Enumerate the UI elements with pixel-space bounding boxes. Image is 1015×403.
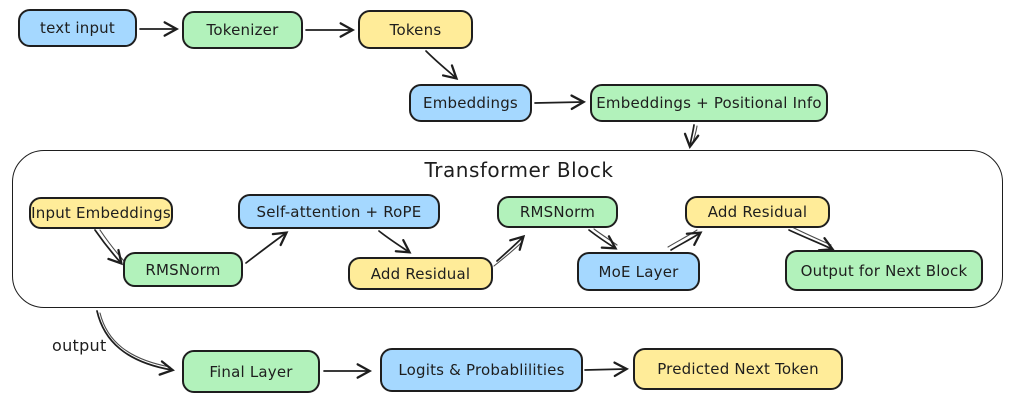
node-tokenizer: Tokenizer [182,11,303,49]
node-add-residual-1: Add Residual [348,257,493,290]
node-tokens-label: Tokens [389,20,442,39]
node-rmsnorm-2-label: RMSNorm [519,203,596,221]
node-self-attention-rope: Self-attention + RoPE [238,194,440,229]
node-logits-probabilities-label: Logits & Probablilities [398,361,565,379]
node-tokenizer-label: Tokenizer [206,21,279,39]
transformer-block-container [12,150,1003,308]
output-edge-label: output [52,336,107,355]
node-embeddings-label: Embeddings [423,94,518,112]
node-embeddings-positional: Embeddings + Positional Info [590,84,828,122]
node-self-attention-rope-label: Self-attention + RoPE [256,202,422,221]
node-predicted-next-token: Predicted Next Token [633,348,843,390]
node-input-embeddings: Input Embeddings [29,197,173,229]
node-add-residual-2-label: Add Residual [707,203,808,221]
node-rmsnorm-1-label: RMSNorm [145,260,221,279]
node-embeddings-positional-label: Embeddings + Positional Info [596,94,822,112]
transformer-block-title: Transformer Block [424,158,614,182]
node-input-embeddings-label: Input Embeddings [31,204,171,222]
node-add-residual-1-label: Add Residual [370,264,471,283]
node-text-input-label: text input [40,19,115,37]
node-predicted-next-token-label: Predicted Next Token [657,360,819,378]
node-rmsnorm-2: RMSNorm [497,196,618,228]
arrow-tokens-to-embeddings [425,50,459,80]
node-final-layer: Final Layer [182,350,320,393]
node-output-next-block-label: Output for Next Block [800,261,968,280]
node-embeddings: Embeddings [409,84,532,122]
node-final-layer-label: Final Layer [209,362,293,381]
arrow-positional-to-transformer-block-sketch [691,125,698,146]
arrow-transformer-block-to-final-layer-sketch [99,312,171,368]
node-logits-probabilities: Logits & Probablilities [380,348,583,392]
node-add-residual-2: Add Residual [685,196,830,228]
node-tokens: Tokens [358,10,473,49]
arrow-embeddings-to-positional [534,94,587,111]
node-output-next-block: Output for Next Block [785,250,983,291]
node-moe-layer-label: MoE Layer [598,262,679,281]
node-rmsnorm-1: RMSNorm [123,252,243,287]
node-moe-layer: MoE Layer [577,252,700,291]
node-text-input: text input [18,9,137,47]
arrow-logits-to-predicted-next-token [584,361,630,378]
arrow-positional-to-transformer-block [683,124,700,149]
arrow-transformer-block-to-final-layer [96,310,175,376]
